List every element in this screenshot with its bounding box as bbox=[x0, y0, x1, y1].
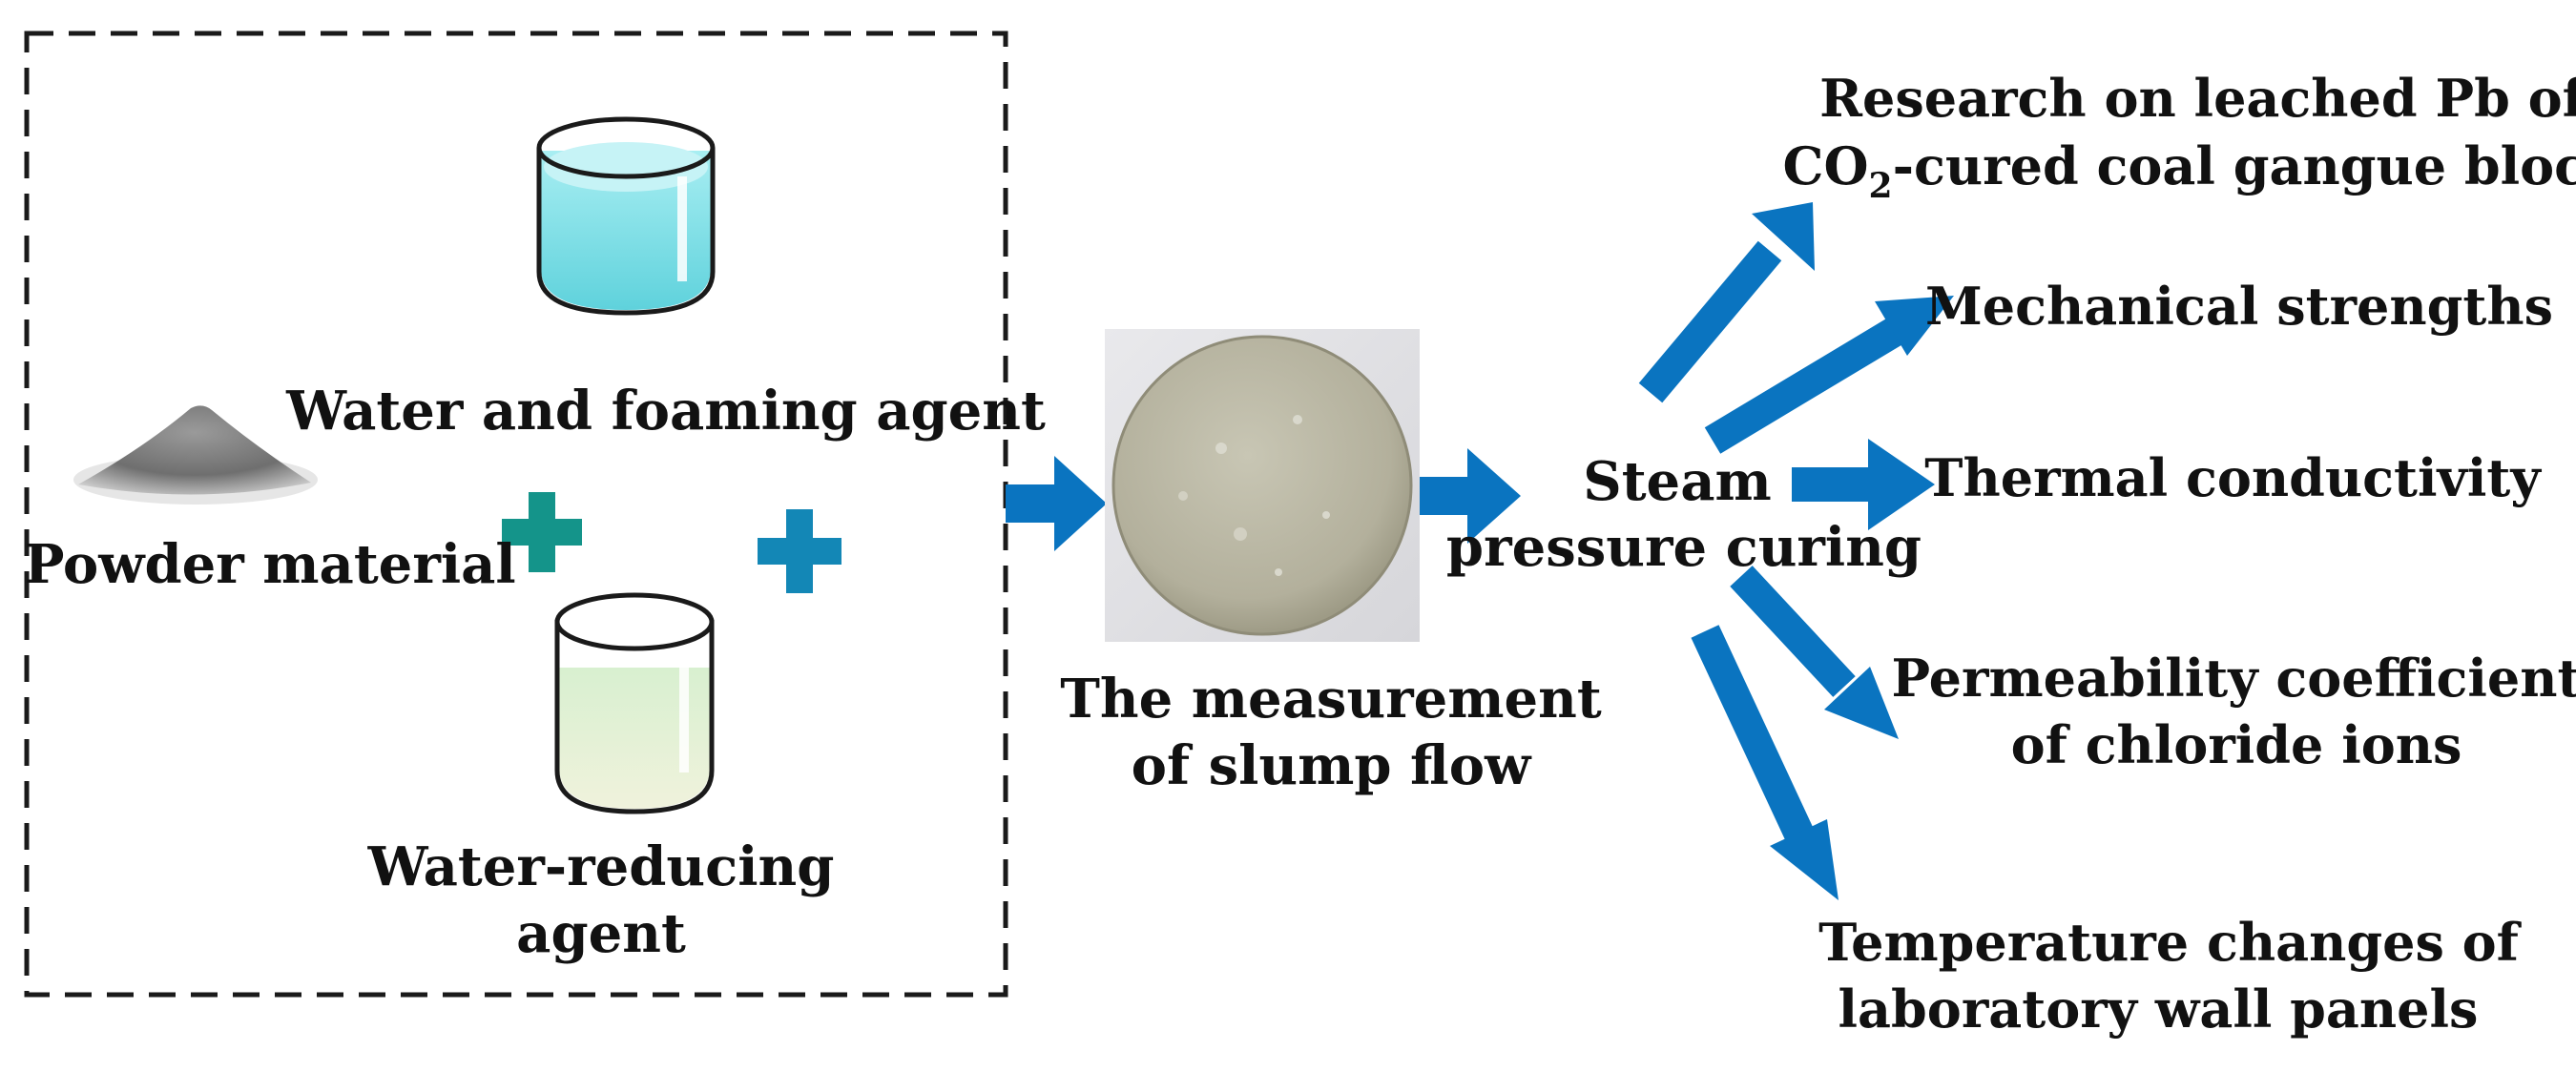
thermal-label: Thermal conductivity bbox=[1924, 447, 2542, 508]
reducer-beaker-icon bbox=[554, 592, 715, 814]
water-beaker-icon bbox=[536, 116, 716, 316]
slump-label-line2: of slump flow bbox=[1132, 734, 1532, 797]
reducer-label-line2: agent bbox=[516, 902, 686, 965]
arrow-to-leached-head bbox=[1752, 202, 1815, 271]
curing-label-line1: Steam bbox=[1583, 450, 1771, 513]
arrow-to-temperature-shaft bbox=[1691, 625, 1815, 843]
arrow-materials-to-slump bbox=[1006, 456, 1107, 551]
mechanical-label: Mechanical strengths bbox=[1925, 276, 2553, 337]
powder-label: Powder material bbox=[24, 533, 515, 596]
arrow-to-mechanical-shaft bbox=[1704, 316, 1907, 454]
arrow-to-permeability-head bbox=[1824, 667, 1899, 739]
plus-icon-teal bbox=[502, 492, 582, 572]
materials-frame bbox=[24, 31, 1008, 998]
leached-label-line1: Research on leached Pb of bbox=[1819, 68, 2576, 129]
water-foaming-label: Water and foaming agent bbox=[285, 380, 1046, 443]
temperature-label-line1: Temperature changes of bbox=[1818, 912, 2523, 973]
curing-label-line2: pressure curing bbox=[1446, 516, 1922, 579]
plus-icon-blue bbox=[758, 509, 841, 593]
powder-pile-icon bbox=[73, 405, 318, 505]
temperature-label-line2: laboratory wall panels bbox=[1839, 978, 2479, 1040]
arrow-to-thermal bbox=[1792, 439, 1935, 530]
reducer-label-line1: Water-reducing bbox=[367, 835, 835, 898]
arrow-to-mechanical-head bbox=[1875, 296, 1954, 356]
permeability-label-line1: Permeability coefficient bbox=[1892, 648, 2576, 709]
arrow-to-permeability-shaft bbox=[1730, 566, 1856, 697]
slump-flow-photo bbox=[1105, 329, 1420, 642]
leached-label-line2: CO2-cured coal gangue block bbox=[1783, 135, 2576, 206]
permeability-label-line2: of chloride ions bbox=[2011, 714, 2462, 775]
slump-label-line1: The measurement bbox=[1060, 668, 1602, 731]
arrow-to-leached-shaft bbox=[1638, 240, 1782, 403]
arrow-to-temperature-head bbox=[1770, 819, 1839, 900]
arrow-slump-to-curing bbox=[1420, 448, 1521, 544]
